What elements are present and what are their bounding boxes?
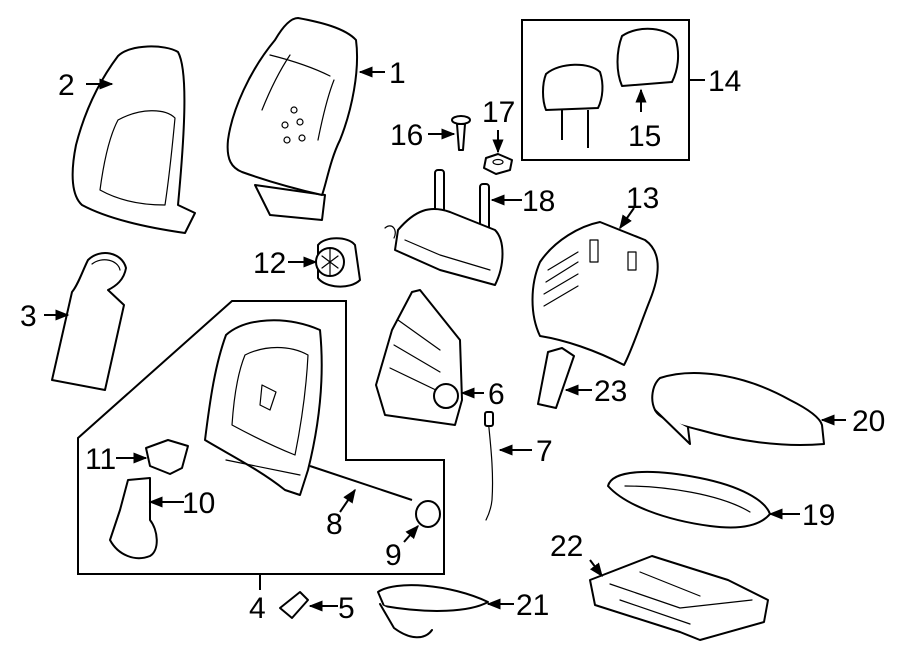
callout-20: 20 xyxy=(852,405,885,438)
headrest-box xyxy=(521,19,690,161)
callout-15: 15 xyxy=(628,120,661,153)
seat-back-panel xyxy=(51,252,127,391)
callout-22: 22 xyxy=(550,530,583,563)
rod-cap xyxy=(415,500,441,528)
seat-back-frame xyxy=(204,319,323,496)
cable-clip xyxy=(484,411,494,427)
callout-23: 23 xyxy=(594,375,627,408)
callout-3: 3 xyxy=(20,300,37,333)
release-cable xyxy=(485,417,494,521)
lower-bracket xyxy=(109,477,158,560)
push-pin xyxy=(451,115,471,151)
callout-1: 1 xyxy=(389,57,406,90)
callout-12: 12 xyxy=(253,247,286,280)
seat-cushion-pad xyxy=(651,372,825,447)
side-trim-strip xyxy=(537,347,575,409)
callout-9: 9 xyxy=(385,539,402,572)
callout-4: 4 xyxy=(249,592,266,625)
callout-19: 19 xyxy=(802,499,835,532)
callout-10: 10 xyxy=(182,487,215,520)
head-restraint-cover xyxy=(616,27,680,87)
side-bracket xyxy=(145,439,189,475)
callout-8: 8 xyxy=(326,508,343,541)
callout-21: 21 xyxy=(516,589,549,622)
callout-2: 2 xyxy=(58,69,75,102)
callout-5: 5 xyxy=(338,592,355,625)
cushion-tray xyxy=(377,584,489,639)
callout-7: 7 xyxy=(536,435,553,468)
seat-back-trim-cover xyxy=(71,45,196,234)
callout-labels: 1 2 3 4 5 6 7 8 9 10 11 12 13 14 15 16 1… xyxy=(20,57,885,625)
head-restraint xyxy=(542,63,604,148)
callout-11: 11 xyxy=(85,443,116,476)
callout-14: 14 xyxy=(708,65,741,98)
seat-cushion-frame xyxy=(607,470,771,529)
cross-rod xyxy=(309,465,413,501)
callout-13: 13 xyxy=(626,182,659,215)
seat-back-pad xyxy=(226,17,359,221)
upper-frame-guides xyxy=(384,169,504,286)
seat-adjuster xyxy=(589,555,769,641)
seat-back-cushion xyxy=(531,221,659,366)
hex-nut xyxy=(483,153,513,175)
callout-16: 16 xyxy=(390,119,423,152)
leader-arrows xyxy=(44,66,846,612)
callout-6: 6 xyxy=(488,378,505,411)
frame-assembly-box xyxy=(77,300,445,575)
callout-18: 18 xyxy=(522,185,555,218)
recliner-knob xyxy=(315,237,361,288)
callout-17: 17 xyxy=(482,96,515,129)
trim-clip xyxy=(279,591,309,619)
recliner-mechanism xyxy=(375,289,463,426)
